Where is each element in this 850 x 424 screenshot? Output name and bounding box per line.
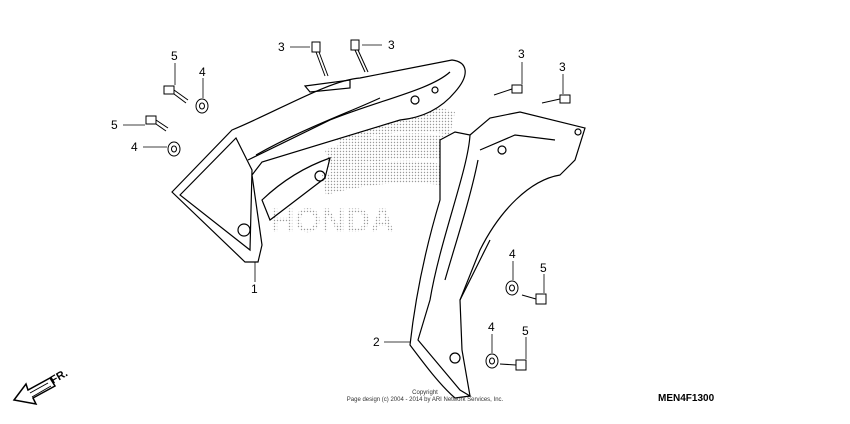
bolt-mid-a-icon [493, 84, 523, 96]
diagram-code: MEN4F1300 [658, 393, 715, 404]
bolt-mid-b-icon [541, 94, 571, 104]
callout-bolt5-a: 5 [171, 49, 178, 63]
callout-bolt-top-b: 3 [388, 38, 395, 52]
radiator-shroud-right [171, 59, 466, 263]
callout-collar-a: 4 [199, 65, 206, 79]
callout-bolt-top-a: 3 [278, 40, 285, 54]
collar-b-icon [167, 141, 181, 157]
bolt5-d-icon [499, 359, 527, 371]
callout-shroud-left: 2 [373, 335, 380, 349]
callout-bolt5-b: 5 [111, 118, 118, 132]
callout-bolt-mid-a: 3 [518, 47, 525, 61]
leader-lines [123, 44, 564, 359]
callout-shroud-right: 1 [251, 282, 258, 296]
bolt5-b-icon [145, 115, 169, 132]
collar-c-icon [505, 280, 519, 296]
callout-bolt5-c: 5 [540, 261, 547, 275]
bolt5-c-icon [521, 293, 547, 305]
collar-a-icon [195, 98, 209, 114]
copyright-line2: Page design (c) 2004 - 2014 by ARI Netwo… [346, 397, 504, 403]
honda-wing-logo: HONDA [270, 106, 455, 240]
bolt5-a-icon [163, 85, 189, 104]
radiator-shroud-left [409, 111, 586, 399]
copyright-line1: Copyright [412, 390, 438, 396]
callout-bolt5-d: 5 [522, 324, 529, 338]
callout-bolt-mid-b: 3 [559, 60, 566, 74]
callout-collar-d: 4 [488, 320, 495, 334]
callout-collar-c: 4 [509, 247, 516, 261]
bolt-top-b-icon [350, 39, 369, 73]
collar-d-icon [485, 353, 499, 369]
bolt-top-a-icon [311, 41, 329, 77]
honda-watermark-text: HONDA [270, 202, 395, 240]
callout-collar-b: 4 [131, 140, 138, 154]
front-indicator-label: FR. [49, 367, 70, 386]
